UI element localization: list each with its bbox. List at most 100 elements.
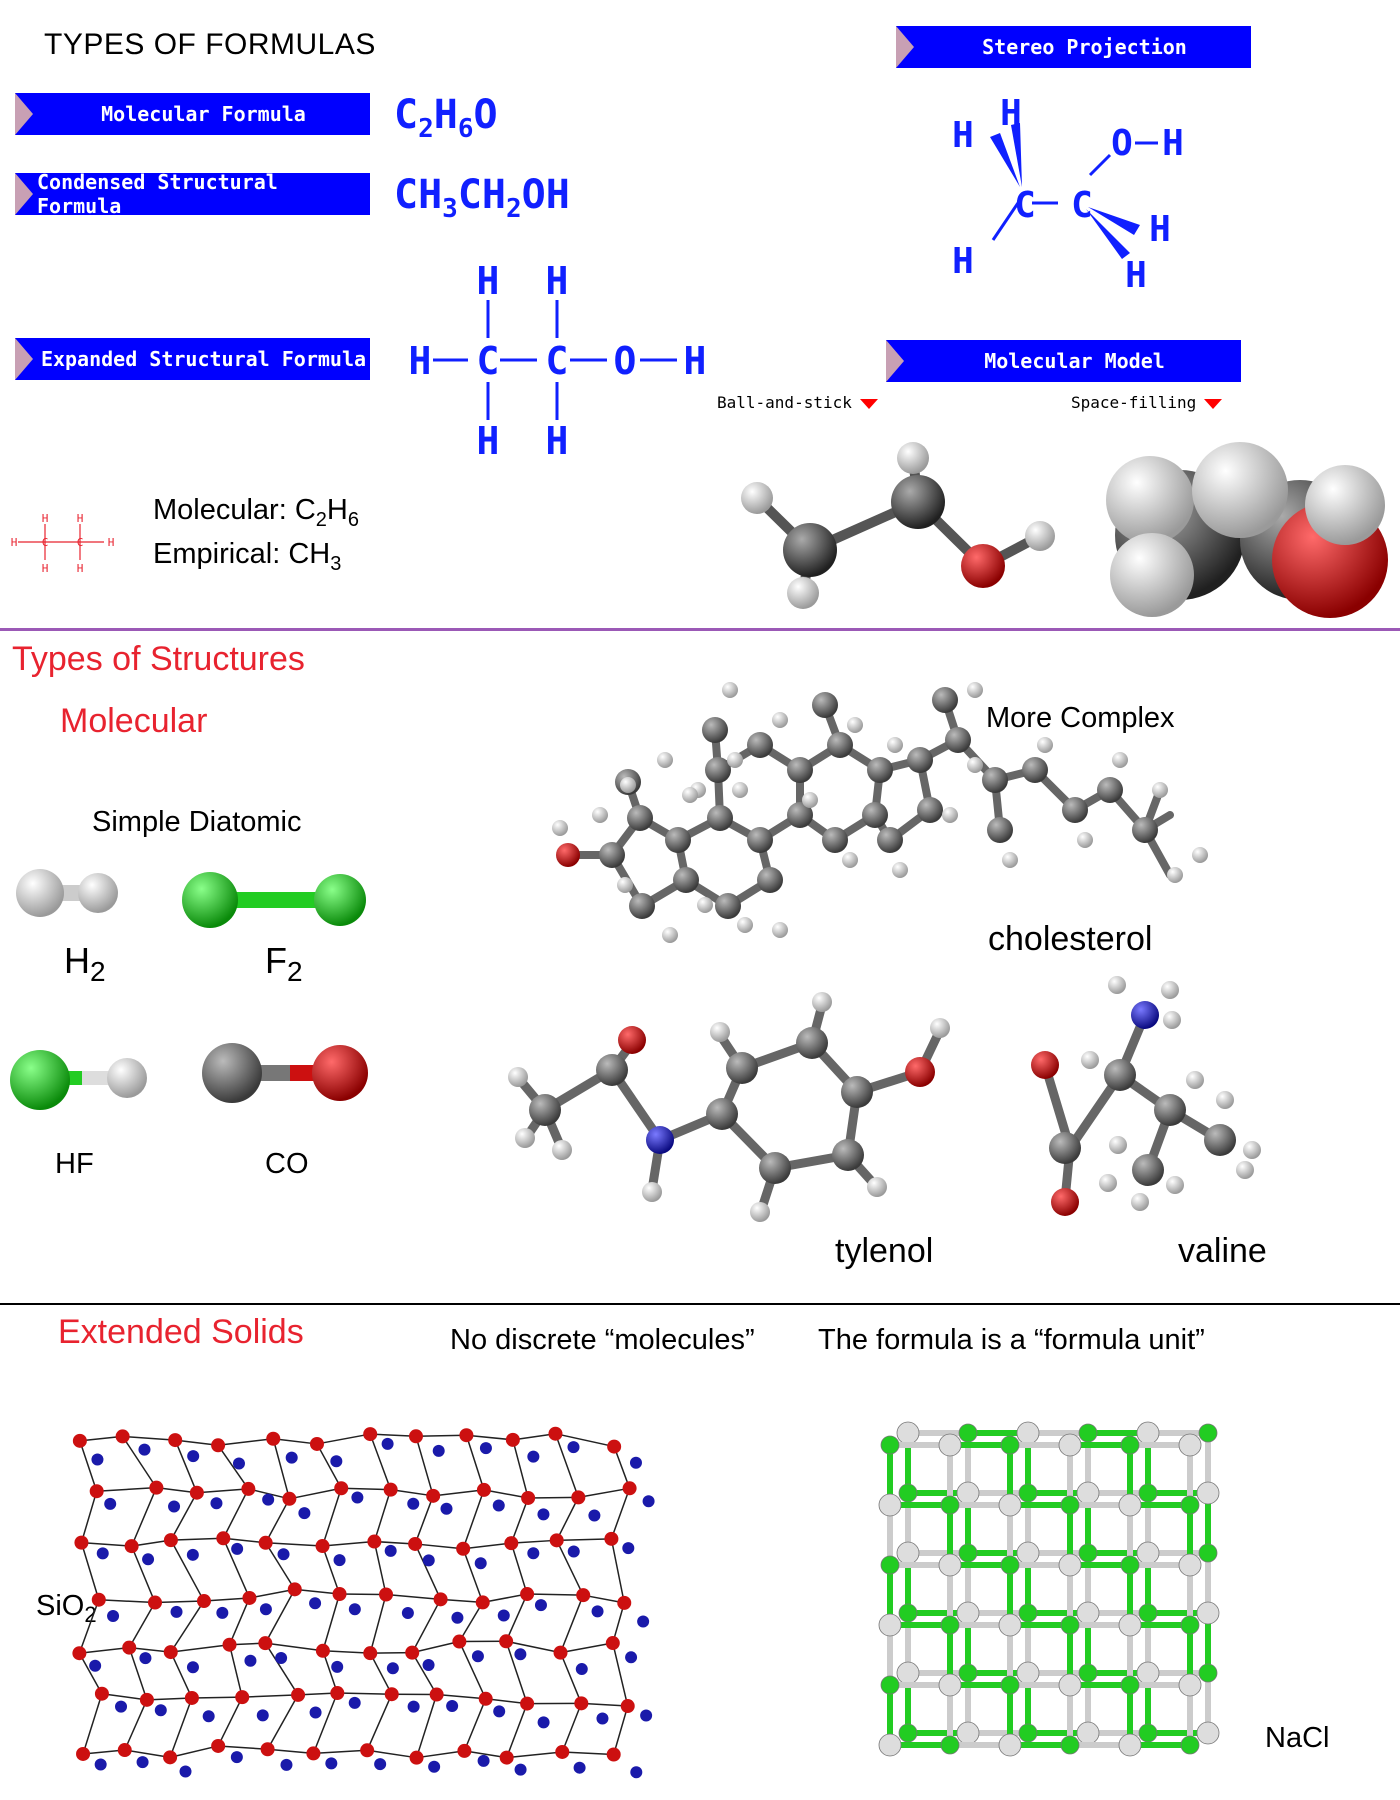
molecular-formula-banner: Molecular Formula (15, 93, 370, 135)
nacl-label: NaCl (1265, 1722, 1330, 1754)
oxygen-atom (471, 1650, 484, 1663)
silicon-atom (520, 1587, 535, 1602)
oxygen-atom (298, 1507, 311, 1520)
oxygen-atom (333, 1554, 346, 1567)
chloride-ion (1118, 1493, 1142, 1517)
sodium-ion (958, 1543, 978, 1563)
silicon-atom (521, 1490, 536, 1505)
oxygen-atom (407, 1700, 420, 1713)
silicon-atom (163, 1645, 178, 1660)
sodium-ion (1018, 1483, 1038, 1503)
atom-h-label: H (1125, 255, 1147, 296)
banner-label: Stereo Projection (982, 35, 1187, 59)
sodium-ion (1018, 1603, 1038, 1623)
h2-model (16, 869, 118, 917)
silicon-atom (553, 1645, 568, 1660)
oxygen-atom (534, 1599, 547, 1612)
ethane-mini-structure: H C C H H H H H (11, 512, 115, 575)
silicon-atom (287, 1582, 302, 1597)
silicon-atom (241, 1481, 256, 1496)
chloride-ion (896, 1541, 920, 1565)
silicon-atom (429, 1687, 444, 1702)
silicon-atom (76, 1746, 91, 1761)
chloride-ion (1058, 1673, 1082, 1697)
sodium-ion (1060, 1735, 1080, 1755)
sodium-ion (958, 1423, 978, 1443)
silicon-atom (94, 1686, 109, 1701)
atom-o-label: O (1111, 123, 1133, 164)
silicon-atom (260, 1742, 275, 1757)
atom-h-label: H (1149, 209, 1171, 250)
silicon-atom (571, 1490, 586, 1505)
chloride-ion (1058, 1553, 1082, 1577)
silicon-atom (149, 1480, 164, 1495)
silicon-atom (408, 1536, 423, 1551)
oxygen-atom (91, 1453, 104, 1466)
silicon-atom (211, 1438, 226, 1453)
expanded-formula-banner: Expanded Structural Formula (15, 338, 370, 380)
co-model (202, 1043, 368, 1103)
oxygen-atom (567, 1441, 580, 1454)
chloride-ion (938, 1673, 962, 1697)
section-divider (0, 628, 1400, 631)
oxygen-atom (348, 1696, 361, 1709)
sodium-ion (898, 1483, 918, 1503)
cholesterol-label: cholesterol (988, 920, 1153, 958)
oxygen-atom (351, 1491, 364, 1504)
atom-h-label: H (477, 419, 500, 463)
oxygen-atom (527, 1450, 540, 1463)
silicon-atom (330, 1686, 345, 1701)
stereo-projection-banner: Stereo Projection (896, 26, 1251, 68)
chloride-ion (1178, 1433, 1202, 1457)
silicon-atom (574, 1696, 589, 1711)
oxygen-atom (256, 1709, 269, 1722)
banner-label: Molecular Formula (101, 102, 306, 126)
silicon-atom (452, 1634, 467, 1649)
silicon-atom (282, 1491, 297, 1506)
silicon-atom (315, 1643, 330, 1658)
dropdown-label: Space-filling (1071, 393, 1197, 412)
oxygen-atom (474, 1557, 487, 1570)
silicon-atom (242, 1590, 257, 1605)
oxygen-atom (386, 1662, 399, 1675)
oxygen-atom (280, 1758, 293, 1771)
banner-arrow-icon (886, 340, 904, 382)
condensed-formula-value: CH3CH2OH (394, 172, 570, 224)
silicon-atom (309, 1436, 324, 1451)
oxygen-atom (104, 1497, 117, 1510)
silicon-atom (72, 1433, 87, 1448)
sodium-ion (1120, 1555, 1140, 1575)
oxygen-atom (94, 1758, 107, 1771)
sodium-ion (1000, 1435, 1020, 1455)
nacl-lattice-model (878, 1421, 1220, 1757)
oxygen-atom (331, 1660, 344, 1673)
oxygen-atom (622, 1542, 635, 1555)
dropdown-arrow-icon (1204, 398, 1223, 409)
f2-model (182, 872, 366, 928)
molecular-model-banner: Molecular Model (886, 340, 1241, 382)
chloride-ion (1136, 1661, 1160, 1685)
oxygen-atom (259, 1603, 272, 1616)
oxygen-atom (384, 1544, 397, 1557)
silicon-atom (607, 1439, 622, 1454)
atom-o-label: O (614, 339, 637, 383)
silicon-atom (475, 1595, 490, 1610)
sodium-ion (940, 1735, 960, 1755)
oxygen-atom (348, 1603, 361, 1616)
silicon-atom (617, 1595, 632, 1610)
space-filling-dropdown[interactable]: Space-filling (1071, 393, 1223, 412)
ball-and-stick-dropdown[interactable]: Ball-and-stick (717, 393, 878, 412)
sodium-ion (898, 1723, 918, 1743)
silicon-atom (555, 1744, 570, 1759)
silicon-atom (258, 1636, 273, 1651)
silicon-atom (604, 1531, 619, 1546)
silicon-atom (499, 1634, 514, 1649)
atom-c-label: C (546, 339, 569, 383)
oxygen-atom (309, 1597, 322, 1610)
stereo-projection-diagram: H H C C O H H H H (952, 93, 1184, 296)
chloride-ion (1076, 1481, 1100, 1505)
sodium-ion (1138, 1483, 1158, 1503)
dropdown-arrow-icon (859, 398, 878, 409)
oxygen-atom (170, 1605, 183, 1618)
silicon-atom (332, 1587, 347, 1602)
